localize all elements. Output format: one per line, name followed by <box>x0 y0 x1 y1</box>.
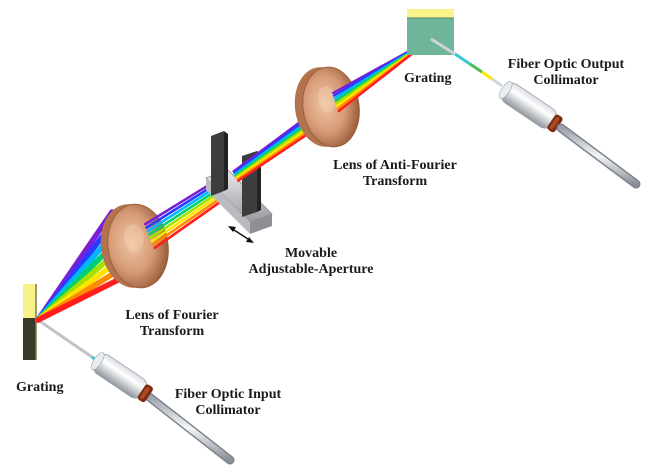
aperture-label: Movable Adjustable-Aperture <box>236 246 386 278</box>
fourier-label-line1: Lens of Fourier <box>125 308 219 323</box>
input-grating <box>23 284 37 360</box>
fourier-label-line2: Transform <box>139 324 205 339</box>
input-collimator <box>90 352 153 403</box>
input-fiber-cable <box>143 391 235 465</box>
input-light-beam <box>37 318 97 362</box>
output-grating-label: Grating <box>404 71 452 86</box>
movable-adjustable-aperture <box>205 131 273 243</box>
input-grating-label: Grating <box>16 380 64 395</box>
spectrum-fan-beam <box>35 271 133 323</box>
anti-fourier-lens-label: Lens of Anti-Fourier Transform <box>326 158 464 190</box>
output-collimator-label: Fiber Optic Output Collimator <box>504 57 628 89</box>
output-collimator <box>498 81 563 133</box>
output-collimator-label-line2: Collimator <box>533 73 599 88</box>
fourier-lens-label: Lens of Fourier Transform <box>112 308 232 340</box>
output-light-beam <box>430 37 503 88</box>
input-collimator-label: Fiber Optic Input Collimator <box>166 387 290 419</box>
double-arrow-icon <box>228 226 254 243</box>
output-collimator-label-line1: Fiber Optic Output <box>507 57 625 72</box>
output-fiber-cable <box>556 123 641 189</box>
aperture-label-line1: Movable <box>284 246 338 261</box>
anti-fourier-label-line1: Lens of Anti-Fourier <box>333 158 457 173</box>
anti-fourier-lens <box>294 66 360 148</box>
fourier-lens <box>100 203 169 289</box>
aperture-label-line2: Adjustable-Aperture <box>248 262 374 277</box>
input-collimator-label-line2: Collimator <box>195 403 261 418</box>
input-collimator-label-line1: Fiber Optic Input <box>174 387 282 402</box>
anti-fourier-label-line2: Transform <box>362 174 428 189</box>
